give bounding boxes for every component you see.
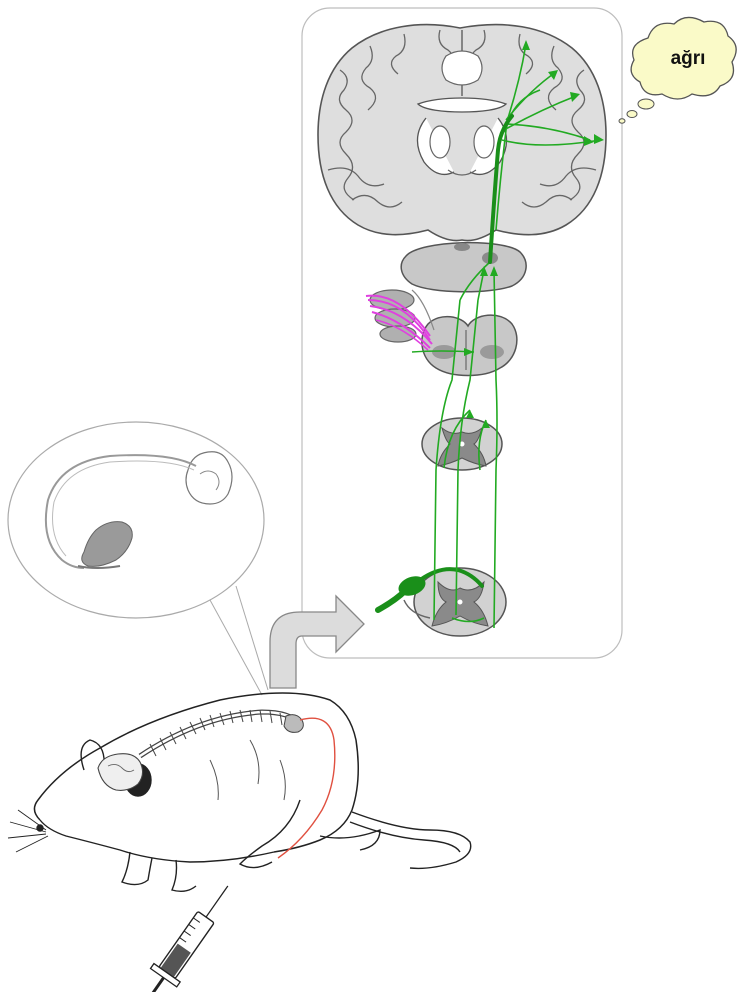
rat-icon [8,693,471,891]
pons-section [422,315,517,375]
rat-brain [98,754,143,791]
thought-bubble-label: ağrı [671,48,706,69]
thought-bubble: ağrı [619,17,736,123]
midbrain-section [401,243,526,292]
nerve-pathway-inset [8,422,268,695]
lumbar-spinal-cord-section [414,568,506,636]
syringe-icon [129,877,241,992]
